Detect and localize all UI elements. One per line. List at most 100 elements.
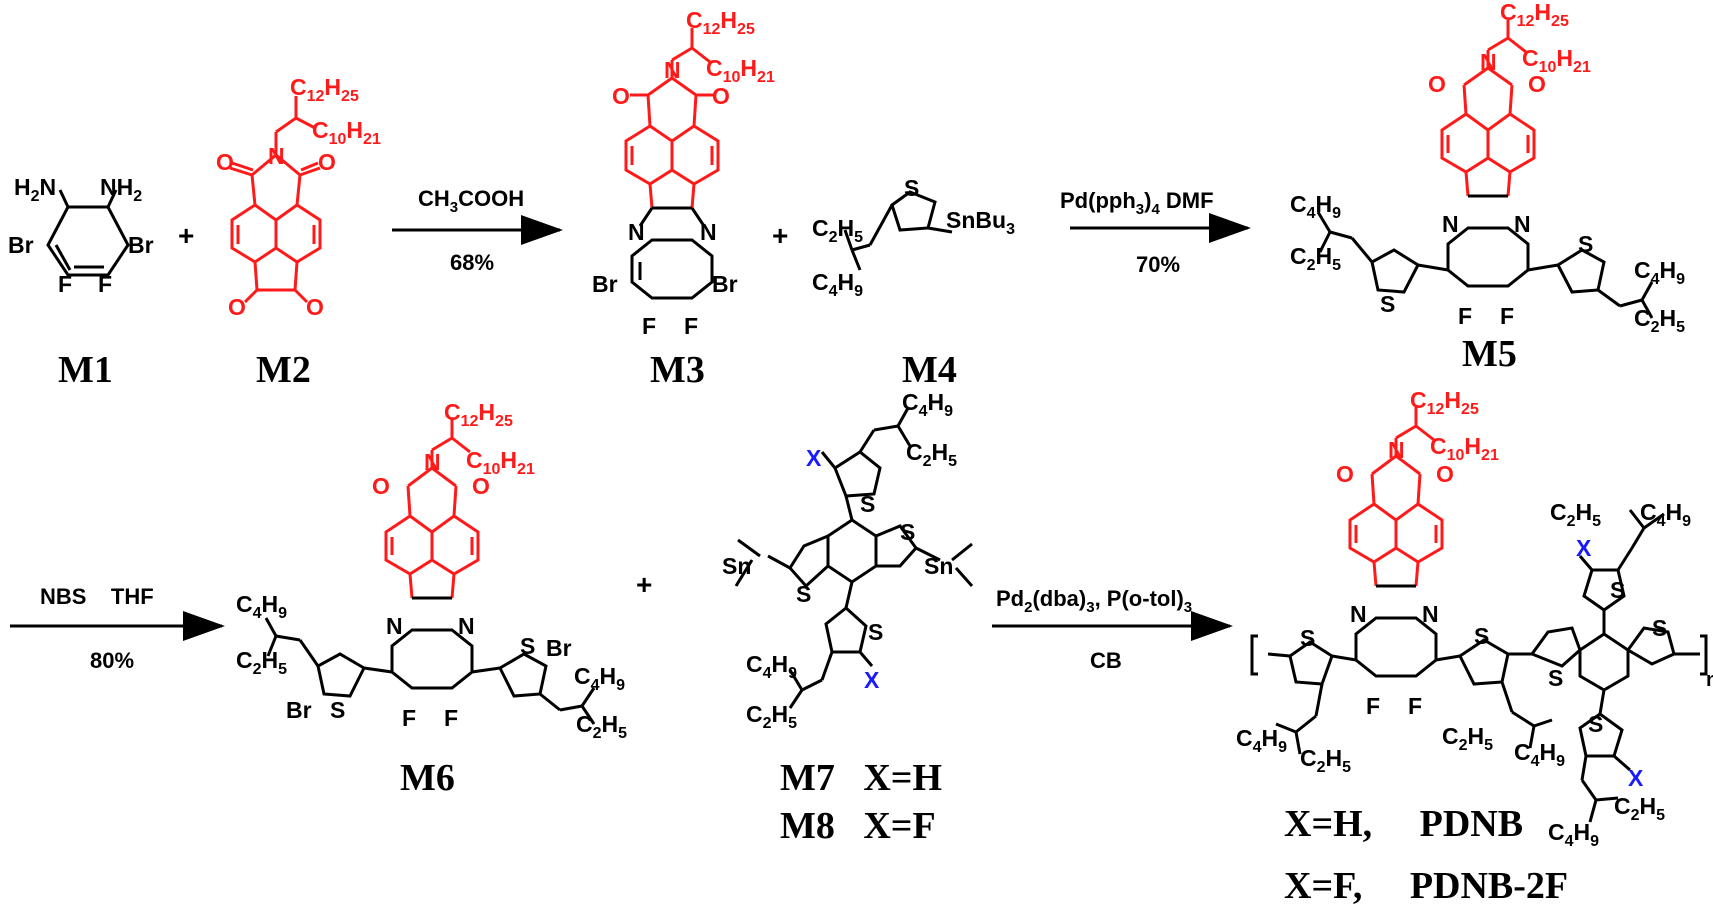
m3-o-left: O <box>612 83 630 109</box>
pdnb-c10h21: C10H21 <box>1430 433 1499 464</box>
pdnb-f-left: F <box>1366 693 1380 719</box>
m6-s-right: S <box>520 633 535 659</box>
molecule-m2 <box>229 96 322 304</box>
molecule-m4 <box>843 190 953 271</box>
m7-s-bottom: S <box>868 619 883 645</box>
m6-o-right: O <box>472 473 490 499</box>
m7-s-top: S <box>860 491 875 517</box>
m3-quinoxaline <box>630 206 714 300</box>
pdnb-n-left: N <box>1350 601 1367 627</box>
pdnb-repeat-n: n <box>1706 669 1713 691</box>
molecule-m7-m8 <box>734 407 974 709</box>
m7-c2h5-bottom: C2H5 <box>746 701 797 732</box>
m5-c4h9-left: C4H9 <box>1290 191 1341 222</box>
m3-c12h25: C12H25 <box>686 7 755 38</box>
pdnb-s-4: S <box>1652 615 1667 641</box>
m4-c2h5: C2H5 <box>812 215 863 246</box>
m3-f-left: F <box>642 313 656 339</box>
pdnb-c4h9-bottom: C4H9 <box>1548 819 1599 850</box>
m5-o-right: O <box>1528 71 1546 97</box>
label-m5: M5 <box>1462 333 1517 375</box>
m5-s-right: S <box>1578 231 1593 257</box>
plus-sign-2: + <box>772 220 788 251</box>
yield-step-3: 80% <box>90 648 134 673</box>
m5-f-left: F <box>1458 303 1472 329</box>
m7-c2h5-top: C2H5 <box>906 439 957 470</box>
m7-s-core-right: S <box>900 519 915 545</box>
m5-f-right: F <box>1500 303 1514 329</box>
pdnb-o-left: O <box>1336 461 1354 487</box>
m3-br-right: Br <box>712 271 738 297</box>
m2-n: N <box>268 143 285 169</box>
label-m3: M3 <box>650 349 705 391</box>
m7-x-top: X <box>806 445 822 471</box>
plus-sign-3: + <box>636 569 652 600</box>
m2-c12h25: C12H25 <box>290 74 359 105</box>
pdnb-c2h5-mid: C2H5 <box>1442 723 1493 754</box>
pdnb-c4h9-left: C4H9 <box>1236 725 1287 756</box>
pdnb-n-imide: N <box>1388 437 1405 463</box>
label-pdnb-2f: X=F, PDNB-2F <box>1284 865 1568 907</box>
m6-c10h21: C10H21 <box>466 447 535 478</box>
molecule-m1 <box>46 189 130 277</box>
m3-n-left: N <box>628 219 645 245</box>
m5-c4h9-right: C4H9 <box>1634 257 1685 288</box>
polymer-pdnb <box>1348 406 1444 587</box>
m7-sn-right: Sn <box>924 553 953 579</box>
m1-f-right: F <box>98 271 112 297</box>
m6-s-left: S <box>330 697 345 723</box>
m2-o-left: O <box>216 149 234 175</box>
m7-c4h9-top: C4H9 <box>902 389 953 420</box>
reagent-step-1: CH3COOH <box>418 186 524 216</box>
m5-s-left: S <box>1380 291 1395 317</box>
pdnb-c12h25: C12H25 <box>1410 387 1479 418</box>
solvent-step-4: CB <box>1090 648 1122 673</box>
pdnb-s-5: S <box>1610 577 1625 603</box>
label-m7: M7 X=H <box>780 757 942 799</box>
pdnb-s-6: S <box>1588 711 1603 737</box>
m6-f-left: F <box>402 705 416 731</box>
pdnb-f-right: F <box>1408 693 1422 719</box>
m3-n-right: N <box>700 219 717 245</box>
yield-step-2: 70% <box>1136 252 1180 277</box>
m5-c12h25: C12H25 <box>1500 0 1569 30</box>
m1-br-left: Br <box>8 232 34 258</box>
m3-br-left: Br <box>592 271 618 297</box>
pdnb-c2h5-left: C2H5 <box>1300 745 1351 776</box>
m6-n-left: N <box>386 613 403 639</box>
m4-s: S <box>904 175 919 201</box>
m6-br-left: Br <box>286 697 312 723</box>
m2-c10h21: C10H21 <box>312 117 381 148</box>
m7-sn-left: Sn <box>722 553 751 579</box>
m1-h2n: H2N <box>14 174 56 205</box>
pdnb-x-bottom: X <box>1628 765 1644 791</box>
pdnb-n-right: N <box>1422 601 1439 627</box>
pdnb-s-1: S <box>1300 625 1315 651</box>
m7-c4h9-bottom: C4H9 <box>746 651 797 682</box>
m5-o-left: O <box>1428 71 1446 97</box>
m6-o-left: O <box>372 473 390 499</box>
label-m1: M1 <box>58 349 113 391</box>
reagent-step-4: Pd2(dba)3, P(o-tol)3 <box>996 586 1192 616</box>
m5-n-imide: N <box>1480 49 1497 75</box>
m7-s-core-left: S <box>796 581 811 607</box>
reagent-step-3: NBS THF <box>40 584 154 609</box>
pdnb-c2h5-top: C2H5 <box>1550 499 1601 530</box>
molecule-m3 <box>624 28 720 209</box>
m6-c4h9-left: C4H9 <box>236 591 287 622</box>
m1-br-right: Br <box>128 232 154 258</box>
m5-core <box>1316 194 1654 319</box>
label-m2: M2 <box>256 349 311 391</box>
m6-c2h5-left: C2H5 <box>236 647 287 678</box>
m3-f-right: F <box>684 313 698 339</box>
label-m4: M4 <box>902 349 957 391</box>
pdnb-o-right: O <box>1436 461 1454 487</box>
pdnb-c4h9-top: C4H9 <box>1640 499 1691 530</box>
m5-c10h21: C10H21 <box>1522 45 1591 76</box>
pdnb-c4h9-mid: C4H9 <box>1514 739 1565 770</box>
m1-nh2: NH2 <box>100 174 142 205</box>
yield-step-1: 68% <box>450 250 494 275</box>
polymer-backbone <box>1250 509 1708 823</box>
m3-c10h21: C10H21 <box>706 55 775 86</box>
